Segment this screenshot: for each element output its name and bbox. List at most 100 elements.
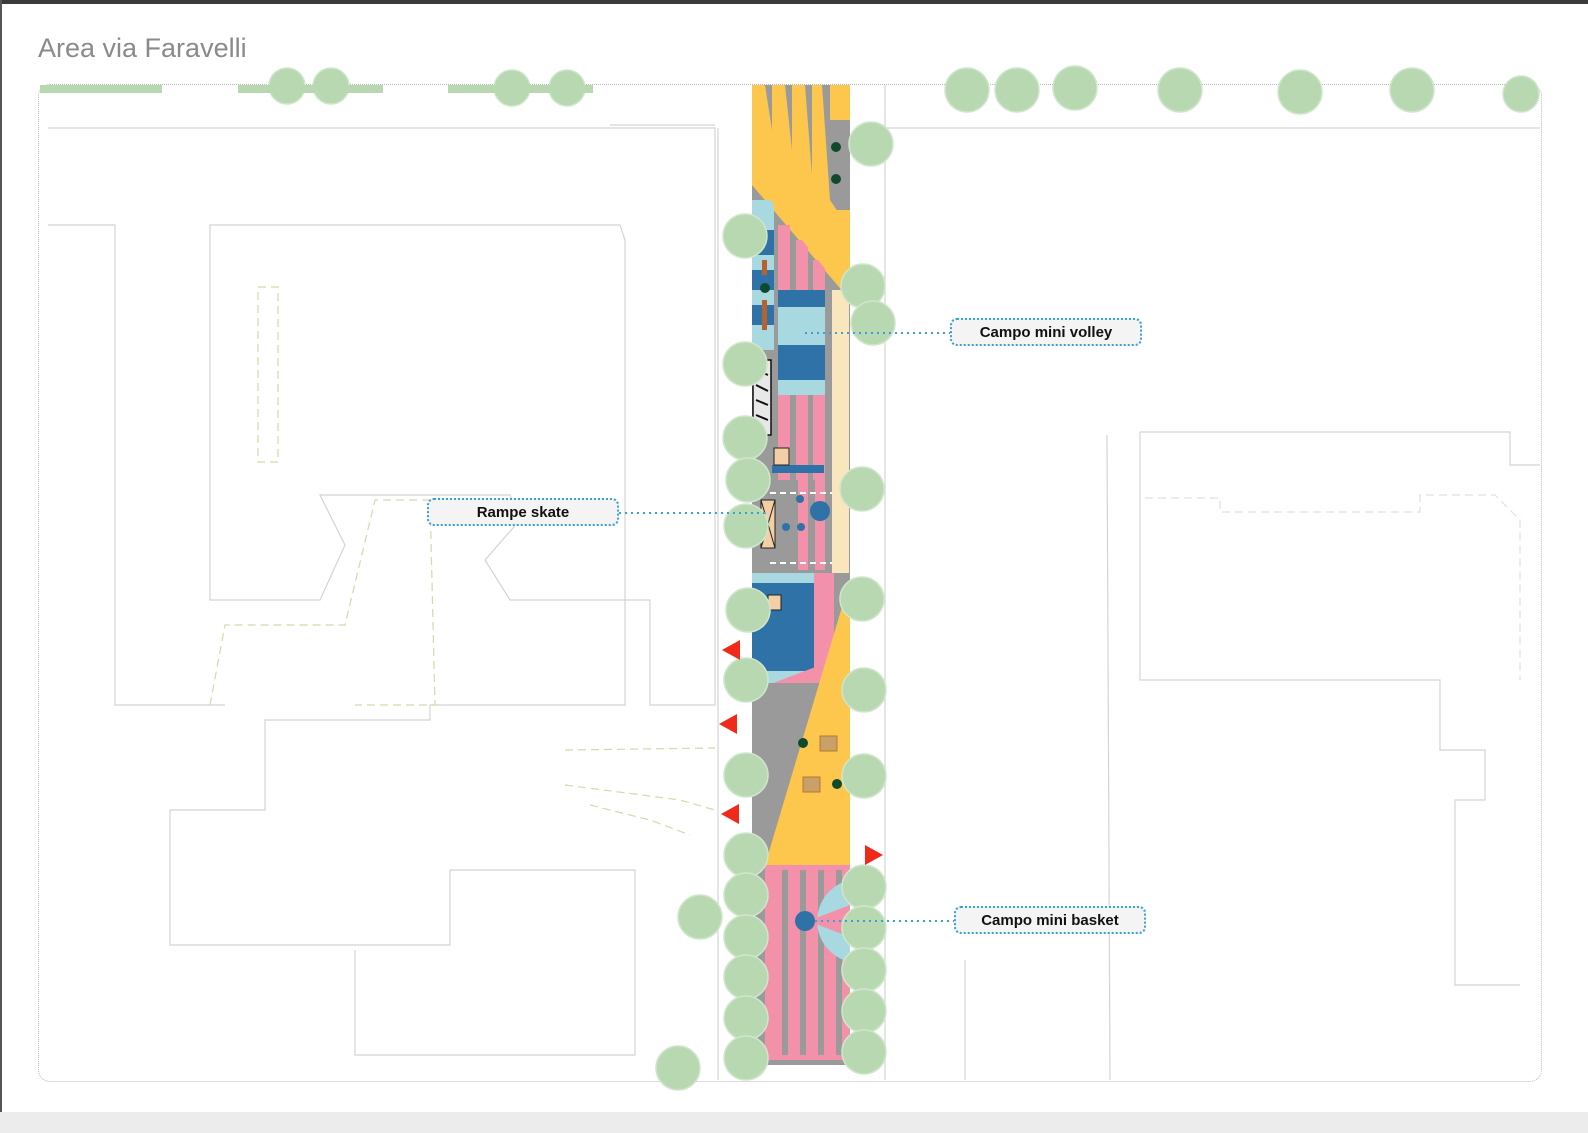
hedge bbox=[40, 85, 162, 93]
tree-icon bbox=[1277, 69, 1323, 115]
tree-icon bbox=[839, 576, 885, 622]
stripe bbox=[815, 480, 825, 570]
dashed-outlines-right bbox=[1145, 494, 1521, 680]
building-outline bbox=[1140, 431, 1540, 466]
yellow-plaza-bottom bbox=[765, 580, 850, 865]
arrow-left-icon bbox=[722, 640, 740, 660]
stripe bbox=[782, 870, 788, 1055]
street-plan bbox=[752, 85, 850, 1065]
dashed-outline bbox=[1145, 494, 1521, 680]
dashed-outline bbox=[589, 804, 691, 836]
window-bottom-band bbox=[0, 1112, 1588, 1133]
tree-icon bbox=[723, 503, 769, 549]
arrow-right-icon bbox=[865, 845, 883, 865]
entrance-arrows bbox=[719, 640, 883, 865]
callout-campo-mini-basket: Campo mini basket bbox=[954, 906, 1146, 934]
shrub-icon bbox=[760, 283, 770, 293]
tree-icon bbox=[723, 752, 769, 798]
tree-icon bbox=[655, 1045, 701, 1091]
tree-icon bbox=[725, 457, 771, 503]
stripe bbox=[785, 85, 792, 150]
cream-lane bbox=[832, 290, 849, 580]
skate-dot bbox=[782, 523, 790, 531]
tree-icon bbox=[839, 466, 885, 512]
bench-icon bbox=[762, 300, 767, 330]
basket-stripes bbox=[782, 870, 842, 1055]
tree-icon bbox=[1157, 67, 1203, 113]
tree-icon bbox=[848, 121, 894, 167]
tree-icon bbox=[841, 905, 887, 951]
bench-icon bbox=[802, 776, 821, 793]
tree-icon bbox=[850, 300, 896, 346]
tree-icon bbox=[723, 1035, 769, 1081]
stripe bbox=[805, 85, 812, 175]
tree-icon bbox=[841, 947, 887, 993]
tree-icon bbox=[994, 67, 1040, 113]
tree-icon bbox=[725, 587, 771, 633]
arrow-left-icon bbox=[721, 804, 739, 824]
bench-icon bbox=[819, 735, 838, 752]
tree-icon bbox=[677, 894, 723, 940]
basket-hoop bbox=[795, 911, 815, 931]
page-title: Area via Faravelli bbox=[38, 33, 247, 63]
tree-icon bbox=[1502, 75, 1540, 113]
skate-feature bbox=[810, 501, 830, 521]
hedges bbox=[40, 85, 593, 93]
dashed-outline bbox=[564, 784, 716, 811]
blue-bar bbox=[772, 465, 824, 473]
yellow-diagonal bbox=[770, 200, 850, 300]
tree-icon bbox=[1389, 67, 1435, 113]
arrow-left-icon bbox=[719, 714, 737, 734]
window-top-border bbox=[0, 0, 1588, 4]
tree-icon bbox=[723, 657, 769, 703]
hedge bbox=[448, 85, 593, 93]
skate-dot bbox=[796, 495, 804, 503]
window-left-border bbox=[0, 0, 2, 1133]
dashed-outline bbox=[209, 499, 436, 706]
dashed-outline bbox=[564, 747, 716, 751]
tree-icon bbox=[722, 213, 768, 259]
volley-court-zone bbox=[778, 290, 825, 307]
stripe bbox=[822, 85, 830, 200]
stripe bbox=[818, 870, 824, 1055]
building-outline bbox=[48, 224, 225, 706]
plaza-stripes bbox=[765, 85, 830, 200]
building-outline bbox=[1106, 434, 1111, 1081]
tree-icon bbox=[841, 1029, 887, 1075]
dashed-outlines bbox=[209, 286, 716, 836]
ramp-icon bbox=[773, 447, 790, 466]
bench-icon bbox=[762, 260, 767, 275]
tree-icon bbox=[1052, 65, 1098, 111]
tree-icon bbox=[841, 753, 887, 799]
shrub-icon bbox=[798, 738, 808, 748]
tree-icon bbox=[841, 864, 887, 910]
skate-dot bbox=[797, 523, 805, 531]
tree-icon bbox=[722, 341, 768, 387]
tree-icon bbox=[723, 832, 769, 878]
tree-icon bbox=[944, 67, 990, 113]
callout-leaders bbox=[619, 332, 954, 922]
trees bbox=[268, 65, 1540, 1091]
shrub-icon bbox=[831, 142, 841, 152]
tree-icon bbox=[723, 995, 769, 1041]
tree-icon bbox=[841, 667, 887, 713]
tree-icon bbox=[723, 914, 769, 960]
tree-icon bbox=[722, 415, 768, 461]
shrub-icon bbox=[832, 779, 842, 789]
volley-court-zone bbox=[778, 345, 825, 380]
map-panel bbox=[38, 84, 1542, 1082]
callout-campo-mini-volley: Campo mini volley bbox=[950, 318, 1142, 346]
dashed-outline bbox=[257, 286, 279, 463]
pink-wedge bbox=[773, 660, 834, 683]
tree-icon bbox=[841, 988, 887, 1034]
stripe bbox=[800, 870, 806, 1055]
tree-icon bbox=[723, 872, 769, 918]
tree-icon bbox=[723, 954, 769, 1000]
shrub-icon bbox=[831, 174, 841, 184]
stripe bbox=[765, 85, 772, 130]
stripe bbox=[836, 870, 842, 1055]
building-outline bbox=[48, 127, 716, 1056]
hedge bbox=[238, 85, 383, 93]
building-outline bbox=[1139, 432, 1520, 986]
